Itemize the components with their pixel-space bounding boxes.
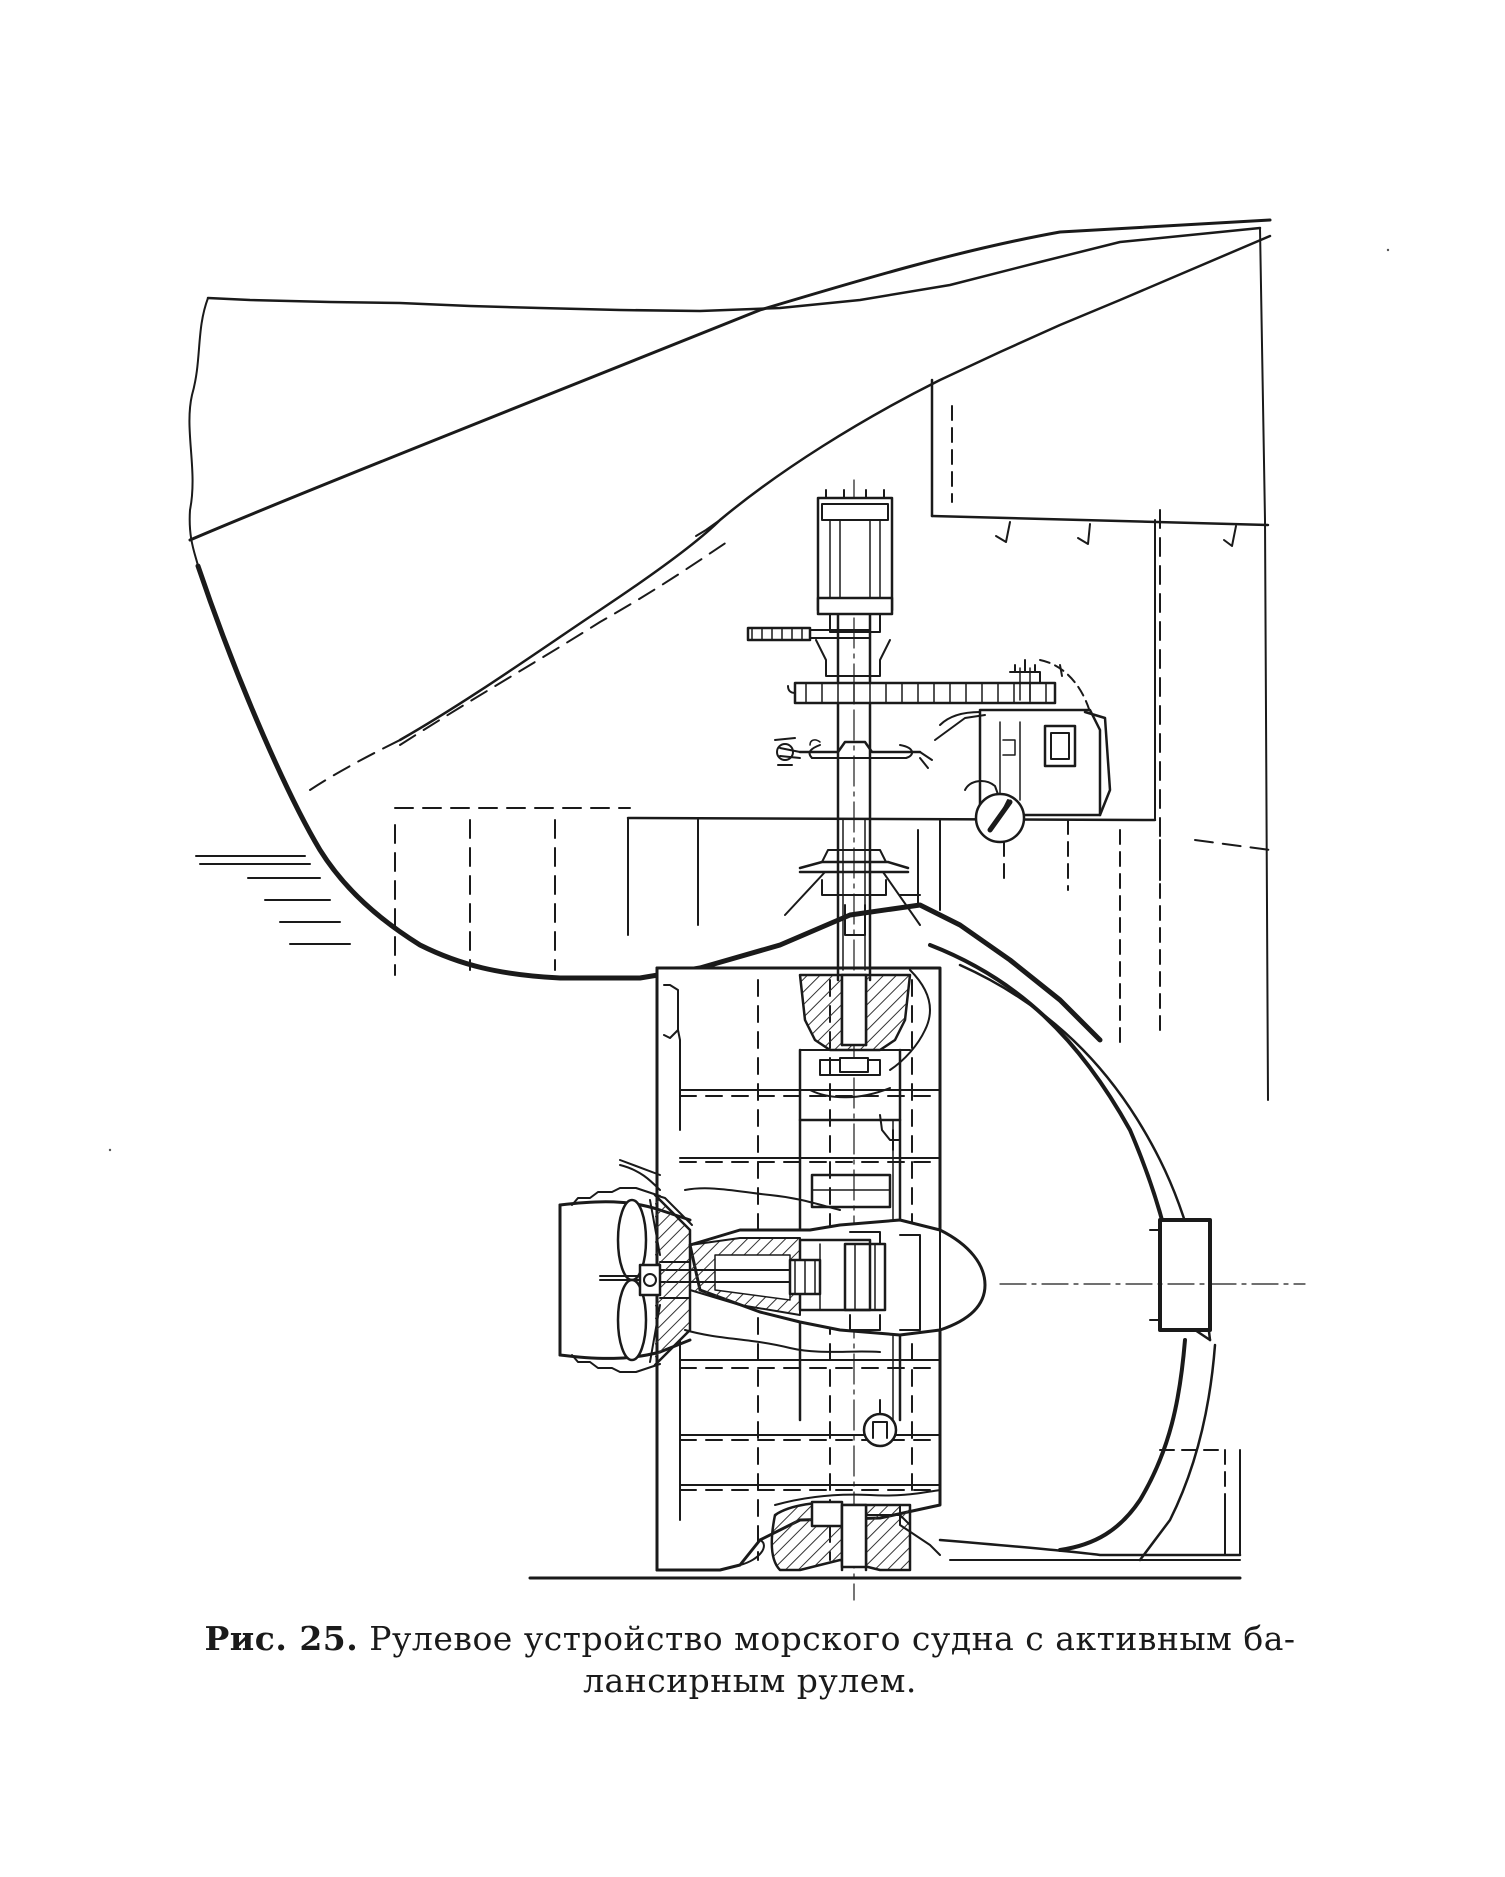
steering-motor-unit — [935, 660, 1110, 815]
steering-quadrant — [788, 660, 1055, 703]
propeller — [600, 1200, 690, 1362]
crosshead-bracket — [775, 738, 932, 768]
deckhouse-structure — [932, 380, 1268, 820]
figure-label: Рис. 25. — [204, 1619, 359, 1658]
hand-drive-wheel — [976, 794, 1024, 842]
rudder-pintle-bearing — [772, 1502, 940, 1570]
caption-text-1: Рулевое устройство морского судна с акти… — [369, 1619, 1296, 1658]
inspection-hatch — [864, 1400, 896, 1446]
hull-outline — [189, 228, 1268, 1100]
rudder-stock-coupling — [812, 1175, 890, 1207]
dashed-shell-lines — [310, 510, 1270, 975]
figure-caption: Рис. 25. Рулевое устройство морского суд… — [190, 1618, 1310, 1702]
speck — [108, 1148, 112, 1152]
electric-motor — [818, 490, 892, 632]
waterline — [196, 856, 350, 944]
upper-gear-assembly — [748, 628, 890, 676]
caption-line-2: лансирным рулем. — [583, 1661, 917, 1700]
tiller-flat-deck — [628, 818, 1160, 1050]
propeller-motor-pod — [640, 1220, 985, 1335]
upper-deck-line — [190, 220, 1270, 740]
speck — [1386, 248, 1390, 252]
sternpost-arch — [930, 945, 1240, 1560]
rudder-carrier-bearing — [785, 850, 920, 935]
caption-line-1: Рис. 25. Рулевое устройство морского суд… — [190, 1618, 1310, 1660]
